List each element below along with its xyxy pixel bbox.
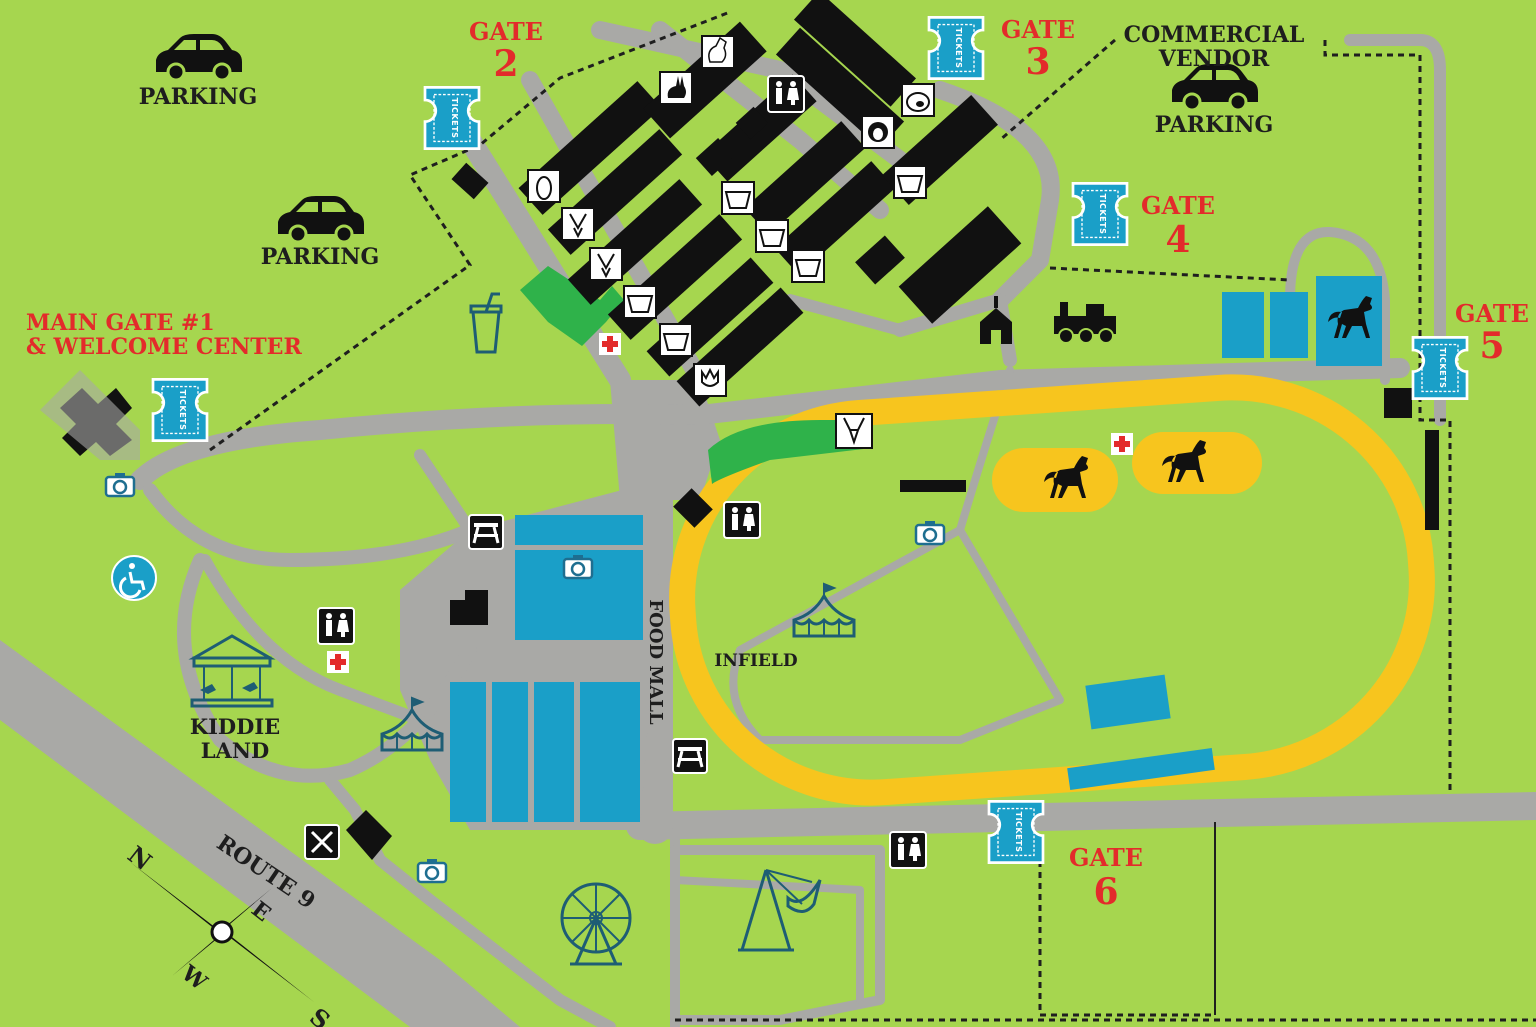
svg-text:TICKETS: TICKETS — [178, 390, 188, 431]
tickets-icon: TICKETS — [151, 378, 209, 442]
svg-text:TICKETS: TICKETS — [1014, 812, 1024, 853]
food-mall-label: FOOD MALL — [645, 599, 666, 725]
carousel-icon — [188, 634, 276, 708]
service-icons — [104, 75, 1133, 966]
camera-icon — [416, 857, 448, 884]
road-network — [130, 21, 1536, 1027]
cow-icon — [791, 249, 825, 283]
restroom-icon — [317, 607, 355, 645]
pirate-ship-icon — [738, 869, 822, 952]
train-icon — [1054, 302, 1116, 344]
goat-icon — [589, 247, 623, 281]
picnic-table-icon — [671, 737, 709, 775]
first-aid-icon — [1111, 433, 1133, 455]
gate-6-label: GATE — [1069, 843, 1143, 872]
restroom-icon — [723, 501, 761, 539]
cow-icon — [755, 219, 789, 253]
restroom-icon — [767, 75, 805, 113]
gate-2-number: 2 — [493, 43, 518, 85]
gate-5-number: 5 — [1479, 325, 1504, 367]
cow-icon — [893, 165, 927, 199]
gate-5-label: GATE — [1455, 299, 1529, 328]
picnic-table-icon — [467, 513, 505, 551]
gate-labels: GATE 2 GATE 3 GATE 4 GATE 5 GATE 6 — [469, 15, 1529, 913]
chicken-icon — [701, 35, 735, 69]
svg-text:TICKETS: TICKETS — [450, 98, 460, 139]
cow-icon — [623, 285, 657, 319]
cow-icon — [659, 323, 693, 357]
svg-text:TICKETS: TICKETS — [1098, 194, 1108, 235]
horse-show-ring — [992, 432, 1262, 512]
tulip-icon — [693, 363, 727, 397]
restroom-icon — [889, 831, 927, 869]
pig-icon — [901, 83, 935, 117]
gate-4-number: 4 — [1165, 219, 1190, 261]
gate-4-label: GATE — [1141, 191, 1215, 220]
camera-icon — [562, 553, 594, 580]
gate-3-number: 3 — [1025, 41, 1050, 83]
ticket-booths: TICKETS TICKETS TICKETS TICKETS TICKETS … — [151, 16, 1469, 864]
tickets-icon: TICKETS — [927, 16, 985, 80]
route-9-road — [0, 640, 520, 1027]
deer-icon — [835, 413, 873, 449]
tickets-icon: TICKETS — [1071, 182, 1129, 246]
racetrack — [669, 374, 1435, 806]
rabbit-icon — [659, 71, 693, 105]
deer-exhibit-lawn — [708, 420, 872, 484]
first-aid-icon — [327, 651, 349, 673]
commercial-parking-label: PARKING — [1155, 112, 1274, 138]
exhibit-halls — [450, 276, 1382, 822]
tickets-icon: TICKETS — [987, 800, 1045, 864]
first-aid-icon — [599, 333, 621, 355]
gate-2-label: GATE — [469, 17, 543, 46]
wheelchair-icon — [111, 555, 157, 601]
sheep-icon — [861, 115, 895, 149]
infield-label: INFIELD — [714, 651, 797, 671]
parking-label: PARKING — [139, 84, 258, 110]
commercial-vendor-label: COMMERCIAL — [1124, 22, 1305, 48]
goat-icon — [561, 207, 595, 241]
tickets-icon: TICKETS — [1411, 336, 1469, 400]
gate-6-number: 6 — [1093, 871, 1118, 913]
kiddie-land-label: KIDDIE — [190, 714, 280, 739]
svg-text:TICKETS: TICKETS — [954, 28, 964, 69]
schoolhouse-icon — [980, 296, 1012, 344]
drink-cup-icon — [469, 292, 503, 354]
buildings — [40, 370, 1439, 860]
welcome-center-label: & WELCOME CENTER — [26, 334, 302, 360]
fence-lines — [209, 10, 1536, 1022]
cow-icon — [721, 181, 755, 215]
svg-text:TICKETS: TICKETS — [1438, 348, 1448, 389]
tickets-icon: TICKETS — [423, 86, 481, 150]
green-plaza — [520, 266, 624, 346]
commercial-vendor-label: VENDOR — [1158, 46, 1270, 72]
animal-icons — [527, 35, 935, 449]
parking-label: PARKING — [261, 244, 380, 270]
llama-icon — [527, 169, 561, 203]
camera-icon — [104, 471, 136, 498]
camera-icon — [914, 519, 946, 546]
gate-3-label: GATE — [1001, 15, 1075, 44]
ferris-wheel-icon — [560, 882, 632, 966]
kiddie-land-label: LAND — [201, 738, 269, 763]
dining-icon — [304, 824, 340, 860]
main-gate-label: MAIN GATE #1 — [26, 310, 215, 336]
